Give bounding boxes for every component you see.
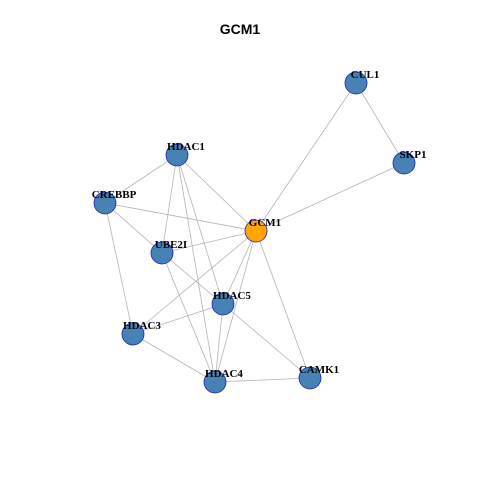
edge-hdac1-hdac4: [176, 154, 216, 383]
node-label-hdac4: HDAC4: [205, 368, 243, 380]
node-label-ube2i: UBE2I: [155, 239, 187, 251]
edge-hdac1-hdac5: [176, 154, 224, 305]
node-label-camk1: CAMK1: [299, 364, 339, 376]
edge-crebbp-ube2i: [104, 202, 163, 254]
node-hdac3: [121, 322, 145, 346]
nodes-layer: [93, 71, 416, 394]
edge-hdac1-gcm1: [176, 154, 257, 232]
node-label-skp1: SKP1: [400, 149, 427, 161]
edge-hdac5-hdac3: [132, 303, 224, 335]
node-label-hdac3: HDAC3: [123, 320, 161, 332]
edge-gcm1-hdac3: [132, 230, 257, 335]
edge-crebbp-gcm1: [104, 202, 257, 232]
edge-crebbp-hdac3: [104, 202, 134, 335]
edge-gcm1-ube2i: [161, 230, 257, 254]
edge-gcm1-hdac5: [222, 230, 257, 305]
edge-gcm1-camk1: [255, 230, 311, 379]
node-label-hdac1: HDAC1: [167, 141, 205, 153]
node-label-crebbp: CREBBP: [92, 189, 137, 201]
edge-hdac1-crebbp: [104, 154, 178, 204]
edges-layer: [104, 82, 405, 383]
edge-cul1-skp1: [355, 82, 405, 164]
edge-skp1-gcm1: [255, 162, 405, 232]
node-crebbp: [93, 191, 117, 215]
edge-gcm1-hdac4: [214, 230, 257, 383]
edge-cul1-gcm1: [255, 82, 357, 232]
node-camk1: [298, 366, 322, 390]
edge-ube2i-hdac5: [161, 252, 224, 305]
node-ube2i: [150, 241, 174, 265]
edge-hdac5-hdac4: [214, 303, 224, 383]
edge-ube2i-hdac4: [161, 252, 216, 383]
node-label-cul1: CUL1: [351, 69, 380, 81]
edge-hdac1-ube2i: [161, 154, 178, 254]
node-hdac4: [203, 370, 227, 394]
node-cul1: [344, 71, 368, 95]
node-label-gcm1: GCM1: [249, 217, 281, 229]
node-hdac1: [165, 143, 189, 167]
edge-hdac5-camk1: [222, 303, 311, 379]
node-gcm1: [244, 219, 268, 243]
node-skp1: [392, 151, 416, 175]
graph-title: GCM1: [219, 21, 261, 37]
edge-hdac3-hdac4: [132, 333, 216, 383]
node-hdac5: [211, 292, 235, 316]
edge-hdac4-camk1: [214, 377, 311, 383]
node-label-hdac5: HDAC5: [213, 290, 251, 302]
